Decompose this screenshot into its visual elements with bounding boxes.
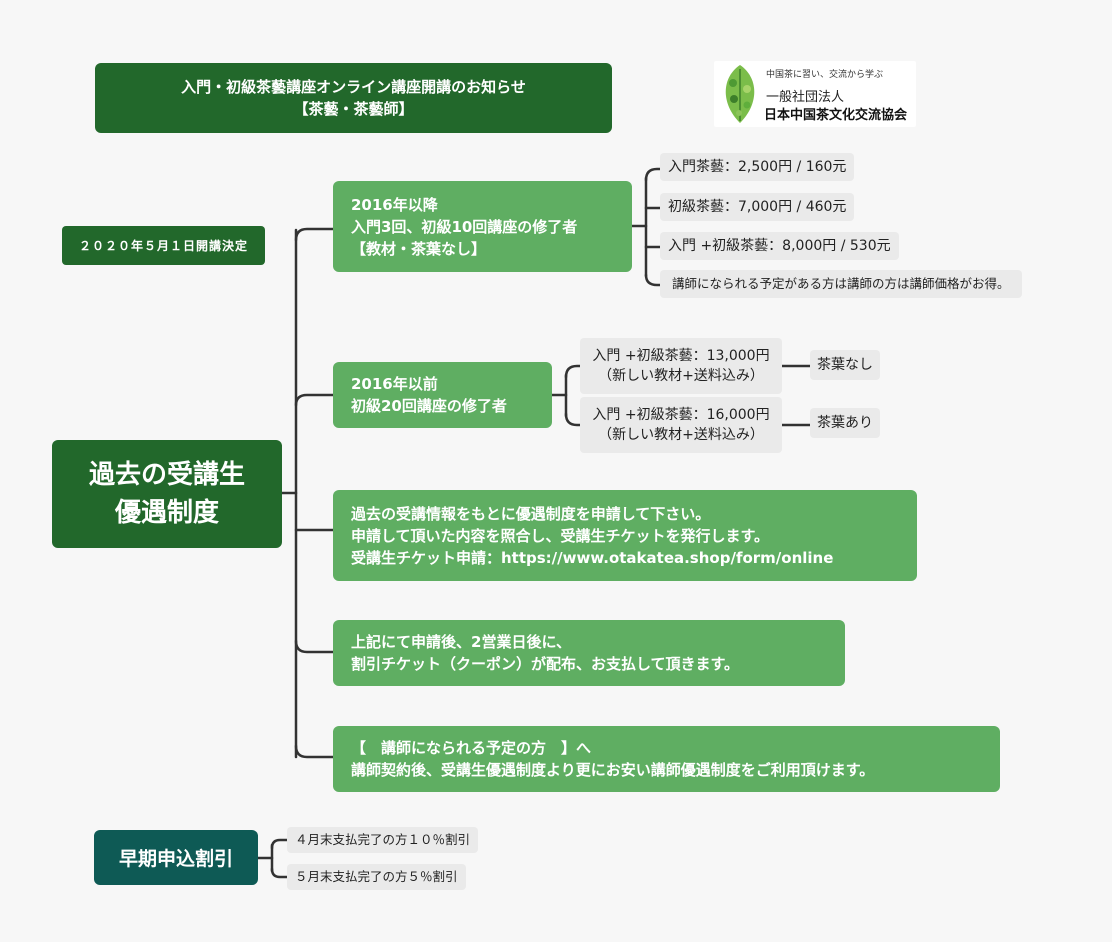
tag-no-tea-leaves: 茶葉なし [810, 350, 880, 380]
organization-logo: 中国茶に習い、交流から学ぶ 一般社団法人 日本中国茶文化交流協会 [714, 61, 916, 127]
option-without-tea: 入門 +初級茶藝：13,000円 （新しい教材+送料込み） [580, 338, 782, 394]
central-node-line1: 過去の受講生 [88, 460, 245, 490]
logo-org-name: 日本中国茶文化交流協会 [764, 108, 908, 123]
branch-before-2016: 2016年以前 初級20回講座の修了者 [333, 362, 552, 428]
option-with-tea-detail: （新しい教材+送料込み） [598, 427, 764, 443]
branch-coupon: 上記にて申請後、2営業日後に、 割引チケット（クーポン）が配布、お支払して頂きま… [333, 620, 845, 686]
branch-apply-instructions: 過去の受講情報をもとに優遇制度を申請して下さい。 申請して頂いた内容を照合し、受… [333, 490, 917, 581]
opening-date-badge: ２０２０年５月１日開講決定 [62, 226, 265, 265]
option-without-tea-detail: （新しい教材+送料込み） [598, 368, 764, 384]
branch-after-2016: 2016年以降 入門3回、初級10回講座の修了者 【教材・茶葉なし】 [333, 181, 632, 272]
before-2016-description: 初級20回講座の修了者 [351, 397, 507, 415]
central-node: 過去の受講生 優遇制度 [52, 440, 282, 548]
early-discount-node: 早期申込割引 [94, 830, 258, 885]
instructor-line1: 【 講師になられる予定の方 】へ [351, 739, 592, 757]
early-discount-title: 早期申込割引 [118, 848, 233, 870]
after-2016-title: 2016年以降 [351, 195, 438, 214]
coupon-line2: 割引チケット（クーポン）が配布、お支払して頂きます。 [351, 655, 740, 673]
after-2016-note: 【教材・茶葉なし】 [351, 239, 487, 258]
apply-line1: 過去の受講情報をもとに優遇制度を申請して下さい。 [351, 504, 711, 523]
option-with-tea-price: 入門 +初級茶藝：16,000円 [592, 407, 770, 423]
tea-leaf-icon [725, 65, 755, 123]
logo-org-type: 一般社団法人 [766, 90, 845, 105]
before-2016-title: 2016年以前 [351, 375, 438, 393]
option-without-tea-price: 入門 +初級茶藝：13,000円 [592, 348, 770, 364]
price-beginner: 初級茶藝：7,000円 / 460元 [660, 193, 855, 221]
coupon-line1: 上記にて申請後、2営業日後に、 [351, 633, 571, 651]
apply-line2: 申請して頂いた内容を照合し、受講生チケットを発行します。 [351, 526, 770, 545]
instructor-price-note: 講師になられる予定がある方は講師の方は講師価格がお得。 [660, 270, 1022, 298]
central-node-line2: 優遇制度 [114, 498, 219, 528]
discount-april: ４月末支払完了の方１０％割引 [287, 827, 479, 853]
after-2016-description: 入門3回、初級10回講座の修了者 [351, 217, 578, 236]
branch-instructor: 【 講師になられる予定の方 】へ 講師契約後、受講生優遇制度より更にお安い講師優… [333, 726, 1000, 792]
instructor-line2: 講師契約後、受講生優遇制度より更にお安い講師優遇制度をご利用頂けます。 [351, 761, 875, 779]
announcement-banner: 入門・初級茶藝講座オンライン講座開講のお知らせ 【茶藝・茶藝師】 [95, 63, 612, 133]
logo-tagline: 中国茶に習い、交流から学ぶ [766, 70, 884, 80]
apply-url-line: 受講生チケット申請：https://www.otakatea.shop/form… [351, 548, 834, 567]
price-intro-beginner: 入門 +初級茶藝：8,000円 / 530元 [660, 232, 899, 260]
option-with-tea: 入門 +初級茶藝：16,000円 （新しい教材+送料込み） [580, 397, 782, 453]
tag-with-tea-leaves: 茶葉あり [810, 408, 880, 438]
banner-title: 入門・初級茶藝講座オンライン講座開講のお知らせ [181, 78, 526, 96]
banner-subtitle: 【茶藝・茶藝師】 [293, 100, 414, 118]
price-intro: 入門茶藝：2,500円 / 160元 [660, 153, 855, 181]
discount-may: ５月末支払完了の方５％割引 [287, 864, 466, 890]
opening-date-text: ２０２０年５月１日開講決定 [78, 239, 248, 253]
